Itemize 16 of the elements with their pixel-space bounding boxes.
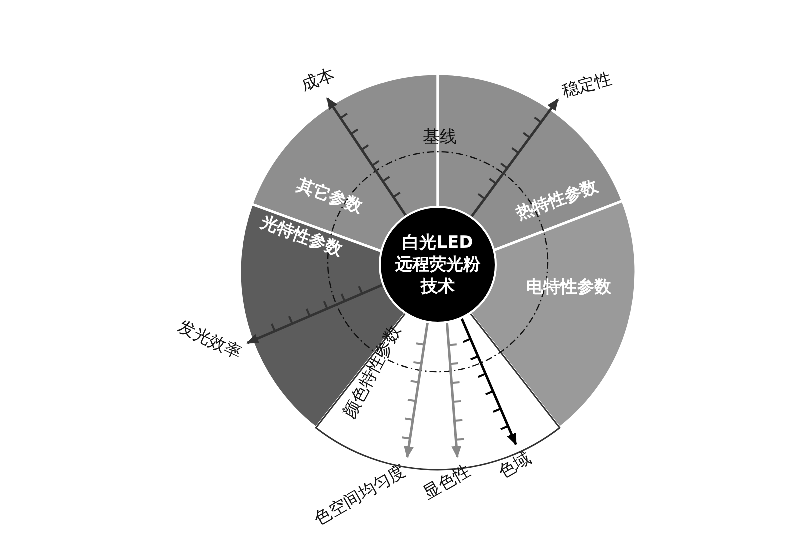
axis-label: 色空间均匀度: [310, 460, 410, 530]
sector-title: 电特性参数: [526, 276, 612, 298]
axis-arrow: [326, 98, 407, 216]
axis-arrow: [470, 98, 560, 218]
sector-title: 热特性参数: [513, 174, 601, 226]
axis-label: 色域: [494, 446, 536, 484]
sector-title: 颜色特性参数: [338, 322, 406, 422]
axis-arrow: [446, 323, 464, 458]
axis-arrow: [402, 322, 429, 458]
axis-label: 稳定性: [559, 67, 615, 103]
center-title: 白光LED远程荧光粉技术: [395, 232, 481, 298]
axis-label: 成本: [298, 63, 338, 97]
axis-label: 显色性: [419, 459, 475, 505]
axis-label: 发光效率: [174, 315, 246, 365]
axis-arrow: [460, 318, 518, 446]
axis-arrow: [246, 284, 384, 344]
